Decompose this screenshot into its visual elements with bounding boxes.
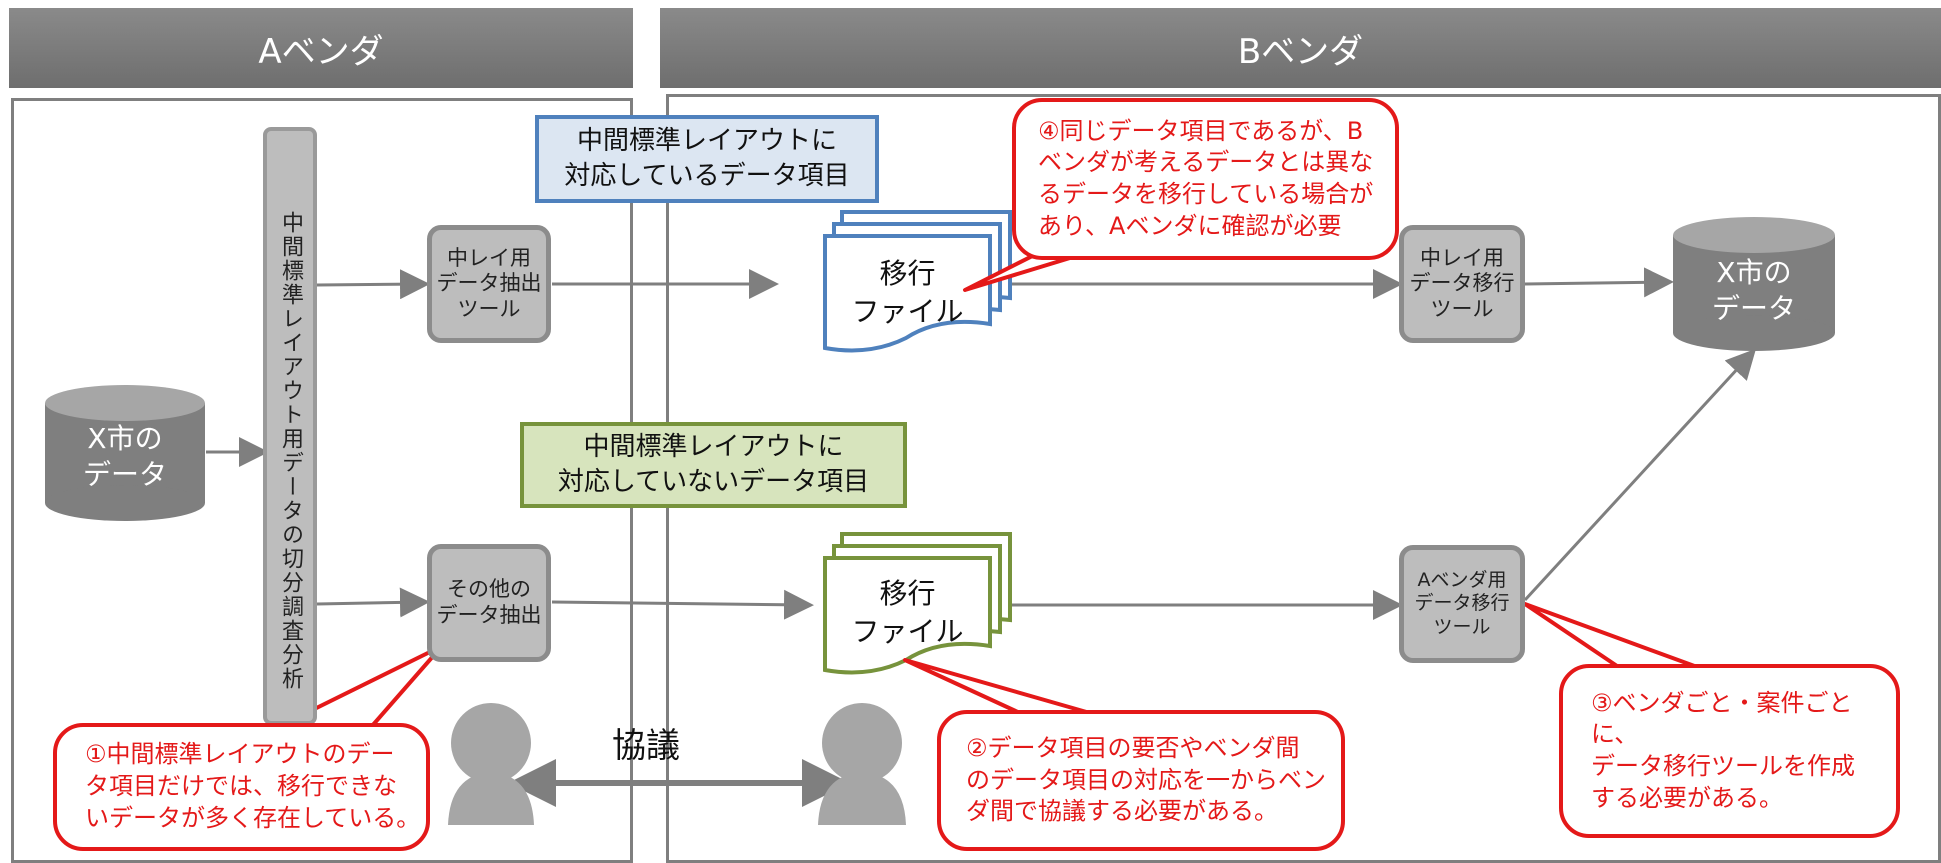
callout-3: ③ベンダごと・案件ごとに、 データ移行ツールを作成 する必要がある。 <box>1559 664 1900 838</box>
callout-1: ①中間標準レイアウトのデー タ項目だけでは、移行できな いデータが多く存在してい… <box>53 723 430 851</box>
tool-line: データ抽出 <box>436 271 542 296</box>
person-b-icon <box>818 703 906 825</box>
nakarei-migrate-tool: 中レイ用 データ移行 ツール <box>1399 225 1525 343</box>
arrow-bar-to-nakarei-extract <box>316 269 430 300</box>
migration-file-green-icon <box>823 532 1012 675</box>
migration-file-blue-icon <box>823 210 1012 353</box>
target-db-line2: データ <box>1711 292 1796 326</box>
file-line2: ファイル <box>851 614 964 648</box>
avendor-migrate-tool: Aベンダ用 データ移行 ツール <box>1399 545 1525 663</box>
tool-line: Aベンダ用 <box>1417 569 1507 592</box>
source-db-line2: データ <box>82 458 167 492</box>
unsupported-line1: 中間標準レイアウトに <box>583 431 844 462</box>
callout-4: ④同じデータ項目であるが、B ベンダが考えるデータとは異な るデータを移行してい… <box>1012 98 1399 260</box>
supported-items-box: 中間標準レイアウトに 対応しているデータ項目 <box>535 115 879 203</box>
callout-line: タ項目だけでは、移行できな <box>85 772 397 801</box>
tool-line: その他の <box>447 577 531 602</box>
consult-label: 協議 <box>612 726 680 766</box>
supported-line2: 対応しているデータ項目 <box>564 161 850 191</box>
vendor-a-header: Aベンダ <box>9 8 633 88</box>
tool-line: 中レイ用 <box>447 245 531 270</box>
callout-line: データ移行ツールを作成 <box>1591 752 1855 780</box>
unsupported-items-box: 中間標準レイアウトに 対応していないデータ項目 <box>520 422 907 508</box>
source-database-icon <box>45 385 205 521</box>
source-db-line1: X市の <box>87 422 163 455</box>
tool-line: データ移行 <box>1409 271 1515 296</box>
callout-2-tail <box>903 658 1092 715</box>
person-a-icon <box>448 703 534 825</box>
file-line1: 移行 <box>879 577 936 610</box>
callout-line: るデータを移行している場合が <box>1038 180 1374 208</box>
callout-line: ③ベンダごと・案件ごとに、 <box>1591 688 1853 749</box>
supported-line1: 中間標準レイアウトに <box>576 125 837 156</box>
callout-line: する必要がある。 <box>1591 783 1783 812</box>
nakarei-extract-tool: 中レイ用 データ抽出 ツール <box>427 225 551 343</box>
migration-file-green-label: 移行 ファイル <box>830 575 985 651</box>
tool-line: 中レイ用 <box>1420 245 1504 270</box>
callout-line: ④同じデータ項目であるが、B <box>1038 116 1364 145</box>
layout-analysis-bar: 中間標準レイアウト用データの切分調査分析 <box>263 127 317 725</box>
tool-line: ツール <box>1433 615 1491 638</box>
layout-analysis-label: 中間標準レイアウト用データの切分調査分析 <box>278 211 303 691</box>
callout-line: いデータが多く存在している。 <box>85 803 421 832</box>
tool-line: データ移行 <box>1414 592 1510 615</box>
callout-2: ②データ項目の要否やベンダ間 のデータ項目の対応を一からベン ダ間で協議する必要… <box>937 710 1345 851</box>
file-line2: ファイル <box>851 294 964 328</box>
source-database-label: X市の データ <box>45 421 205 494</box>
callout-line: ダ間で協議する必要がある。 <box>966 797 1278 826</box>
file-line1: 移行 <box>879 257 936 290</box>
arrow-nakarei-migrate-to-db <box>1524 267 1674 298</box>
callout-line: のデータ項目の対応を一からベン <box>966 765 1326 794</box>
unsupported-line2: 対応していないデータ項目 <box>557 467 870 497</box>
callout-line: ベンダが考えるデータとは異な <box>1038 148 1374 177</box>
target-db-line1: X市の <box>1716 256 1792 289</box>
other-extract-tool: その他の データ抽出 <box>427 544 551 662</box>
arrow-bar-to-other-extract <box>316 587 430 618</box>
callout-line: あり、Aベンダに確認が必要 <box>1038 211 1342 240</box>
tool-line: ツール <box>457 296 521 321</box>
callout-3-tail <box>1523 602 1702 670</box>
callout-line: ②データ項目の要否やベンダ間 <box>966 733 1300 762</box>
migration-file-blue-label: 移行 ファイル <box>830 255 985 331</box>
tool-line: ツール <box>1430 296 1494 321</box>
arrow-other-extract-to-file <box>551 589 814 620</box>
arrow-avendor-migrate-to-db <box>1523 348 1757 602</box>
vendor-b-header: Bベンダ <box>660 8 1941 88</box>
tool-line: データ抽出 <box>436 603 542 627</box>
target-database-icon <box>1673 217 1835 351</box>
target-database-label: X市の データ <box>1673 255 1835 328</box>
callout-line: ①中間標準レイアウトのデー <box>85 740 395 769</box>
